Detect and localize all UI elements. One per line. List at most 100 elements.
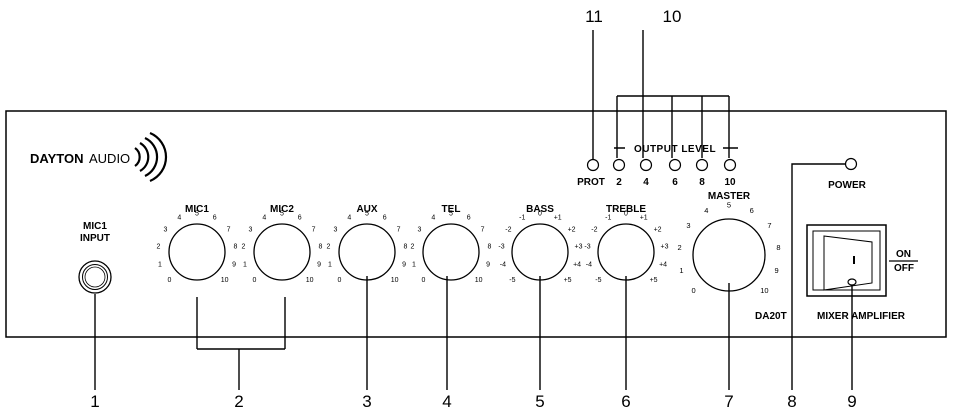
brand-logo: DAYTON AUDIO: [30, 131, 168, 183]
output-level-section: OUTPUT LEVEL PROT 2 4 6 8 10: [577, 144, 738, 188]
switch-on-glyph: [853, 256, 855, 264]
switch-off-glyph: [847, 278, 857, 286]
mic1-scale-tick: 7: [227, 227, 231, 234]
mic2-knob-dial[interactable]: [253, 223, 311, 281]
leader-lines: [94, 30, 853, 390]
callout-1: 1: [90, 392, 99, 411]
treble-scale-tick: -2: [591, 227, 597, 234]
prot-label: PROT: [577, 177, 605, 188]
mic2-scale-tick: 7: [312, 227, 316, 234]
aux-scale-tick: 2: [327, 243, 331, 250]
output-led-label: 2: [616, 177, 622, 188]
knob-row: MIC1012345678910MIC2012345678910AUX01234…: [157, 191, 781, 295]
treble-scale-tick: -3: [584, 243, 590, 250]
master-scale-tick: 10: [760, 286, 768, 295]
tel-scale-tick: 7: [481, 227, 485, 234]
tel-scale-tick: 8: [488, 243, 492, 250]
callout-8: 8: [787, 392, 796, 411]
mic1-scale-tick: 6: [213, 215, 217, 222]
treble-knob-dial[interactable]: [597, 223, 655, 281]
power-switch[interactable]: ON OFF: [806, 224, 918, 297]
master-scale-tick: 7: [767, 221, 771, 230]
bass-scale-tick: -3: [498, 243, 504, 250]
tel-scale-tick: 9: [486, 262, 490, 269]
treble-scale-tick: +4: [659, 262, 667, 269]
output-level-led-4: 4: [639, 158, 653, 188]
aux-scale-tick: 3: [333, 227, 337, 234]
bass-knob-dial[interactable]: [511, 223, 569, 281]
master-knob-label: MASTER: [708, 191, 751, 202]
mic1-scale-tick: 10: [221, 277, 229, 284]
bass-scale-tick: -2: [505, 227, 511, 234]
treble-knob[interactable]: TREBLE-5-4-3-2-10+1+2+3+4+5: [584, 204, 668, 284]
treble-scale-tick: -4: [586, 262, 592, 269]
master-scale-tick: 0: [692, 286, 696, 295]
treble-scale-tick: -1: [605, 215, 611, 222]
output-level-led-2: 2: [612, 158, 626, 188]
tel-scale-tick: 3: [417, 227, 421, 234]
aux-scale-tick: 7: [397, 227, 401, 234]
brand-name-light: AUDIO: [89, 151, 130, 166]
aux-scale-tick: 5: [365, 210, 369, 217]
treble-scale-tick: +1: [640, 215, 648, 222]
tel-knob-dial[interactable]: [422, 223, 480, 281]
callout-2: 2: [234, 392, 243, 411]
mic2-scale-tick: 4: [262, 215, 266, 222]
mic2-scale-tick: 9: [317, 262, 321, 269]
aux-scale-tick: 9: [402, 262, 406, 269]
mic1-scale-tick: 2: [157, 243, 161, 250]
mic1-knob-dial[interactable]: [168, 223, 226, 281]
tel-scale-tick: 5: [449, 210, 453, 217]
output-level-led-8: 8: [695, 158, 709, 188]
bass-knob[interactable]: BASS-5-4-3-2-10+1+2+3+4+5: [498, 204, 582, 284]
master-scale-tick: 4: [704, 206, 708, 215]
mic2-knob-label: MIC2: [270, 204, 294, 215]
mic1-input-jack[interactable]: MIC1 INPUT: [78, 221, 112, 294]
master-scale-tick: 6: [750, 206, 754, 215]
mic1-knob-label: MIC1: [185, 204, 209, 215]
tel-scale-tick: 6: [467, 215, 471, 222]
mic1-scale-tick: 9: [232, 262, 236, 269]
mic2-scale-tick: 3: [248, 227, 252, 234]
master-knob-dial[interactable]: [692, 218, 766, 292]
bass-scale-tick: +2: [568, 227, 576, 234]
master-scale-tick: 2: [678, 243, 682, 252]
master-scale-tick: 3: [686, 221, 690, 230]
output-led-label: 4: [643, 177, 649, 188]
prot-led: [586, 158, 600, 172]
callout-4: 4: [442, 392, 451, 411]
output-led: [723, 158, 737, 172]
switch-on-label: ON: [896, 249, 911, 260]
aux-scale-tick: 10: [391, 277, 399, 284]
aux-scale-tick: 6: [383, 215, 387, 222]
output-level-title: OUTPUT LEVEL: [634, 144, 716, 155]
output-led: [695, 158, 709, 172]
master-scale-tick: 8: [776, 243, 780, 252]
output-led-label: 6: [672, 177, 678, 188]
tel-scale-tick: 4: [431, 215, 435, 222]
aux-knob-dial[interactable]: [338, 223, 396, 281]
master-scale-tick: 9: [775, 266, 779, 275]
tel-scale-tick: 1: [412, 262, 416, 269]
callout-11: 11: [585, 7, 603, 26]
output-level-led-6: 6: [668, 158, 682, 188]
mic1-scale-tick: 5: [195, 210, 199, 217]
callout-6: 6: [621, 392, 630, 411]
tel-knob-label: TEL: [442, 204, 461, 215]
callout-7: 7: [724, 392, 733, 411]
aux-scale-tick: 8: [404, 243, 408, 250]
mic1-scale-tick: 0: [167, 277, 171, 284]
mic1-scale-tick: 3: [163, 227, 167, 234]
tel-scale-tick: 10: [475, 277, 483, 284]
sound-waves-icon: [134, 131, 168, 183]
bass-scale-tick: +5: [564, 277, 572, 284]
mic2-scale-tick: 0: [252, 277, 256, 284]
aux-knob-label: AUX: [356, 204, 377, 215]
mic1-scale-tick: 1: [158, 262, 162, 269]
output-led-label: 10: [724, 177, 736, 188]
